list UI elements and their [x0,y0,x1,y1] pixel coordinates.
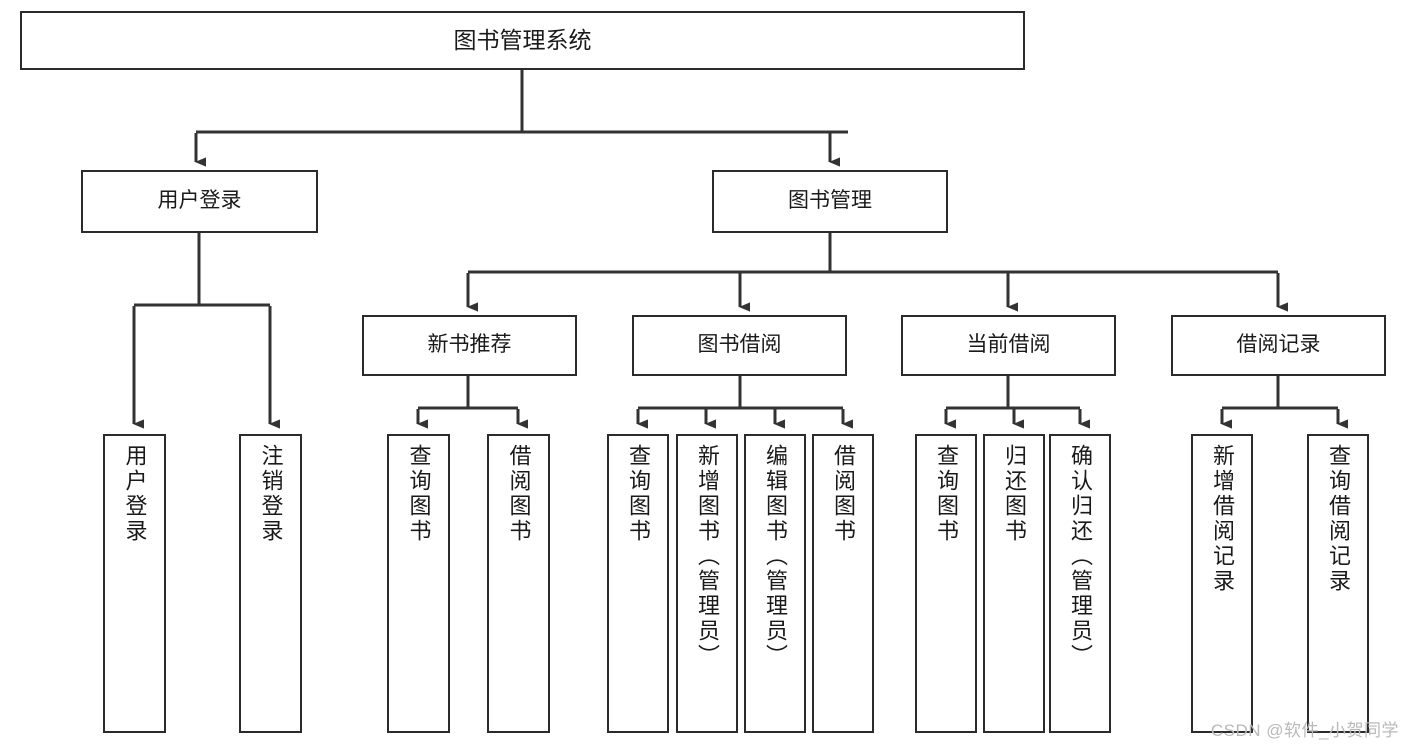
node-label: 用户登录 [157,189,242,213]
node-label: 当前借阅 [966,333,1051,357]
node-label: 图书管理 [788,189,872,213]
node-leaf-confirm-return-admin[interactable]: 确认归还（管理员） [1049,434,1111,733]
node-label: 查询图书 [406,444,432,544]
node-label: 查询图书 [934,444,959,544]
node-leaf-borrow-book-recommend[interactable]: 借阅图书 [487,434,550,733]
node-label: 归还图书 [1002,444,1027,544]
node-label: 确认归还（管理员） [1068,444,1093,669]
node-label: 新增借阅记录 [1210,444,1235,594]
node-leaf-borrow-book[interactable]: 借阅图书 [812,434,874,733]
node-root-library-management-system[interactable]: 图书管理系统 [20,11,1025,70]
node-label: 注销登录 [258,444,284,544]
node-borrow-record[interactable]: 借阅记录 [1171,315,1386,376]
node-book-management[interactable]: 图书管理 [712,170,948,233]
node-label: 借阅图书 [831,444,856,544]
node-leaf-user-login[interactable]: 用户登录 [103,434,166,733]
node-leaf-logout[interactable]: 注销登录 [239,434,302,733]
node-leaf-return-book[interactable]: 归还图书 [983,434,1045,733]
node-leaf-add-book-admin[interactable]: 新增图书（管理员） [676,434,738,733]
node-label: 查询借阅记录 [1326,444,1351,594]
node-leaf-query-book-recommend[interactable]: 查询图书 [387,434,450,733]
node-leaf-add-borrow-record[interactable]: 新增借阅记录 [1191,434,1253,733]
node-label: 新增图书（管理员） [695,444,720,669]
node-label: 借阅记录 [1236,333,1321,357]
node-label: 新书推荐 [427,333,512,357]
node-leaf-query-book-current[interactable]: 查询图书 [915,434,977,733]
node-user-login[interactable]: 用户登录 [81,170,318,233]
node-book-borrow[interactable]: 图书借阅 [632,315,847,376]
node-leaf-edit-book-admin[interactable]: 编辑图书（管理员） [744,434,806,733]
node-label: 查询图书 [626,444,651,544]
node-label: 编辑图书（管理员） [763,444,788,669]
node-label: 图书借阅 [697,333,782,357]
node-leaf-query-book-borrow[interactable]: 查询图书 [607,434,669,733]
node-leaf-query-borrow-record[interactable]: 查询借阅记录 [1307,434,1369,733]
node-label: 用户登录 [122,444,148,544]
node-label: 图书管理系统 [453,26,592,53]
node-new-book-recommend[interactable]: 新书推荐 [362,315,577,376]
node-current-borrow[interactable]: 当前借阅 [901,315,1116,376]
node-label: 借阅图书 [506,444,532,544]
